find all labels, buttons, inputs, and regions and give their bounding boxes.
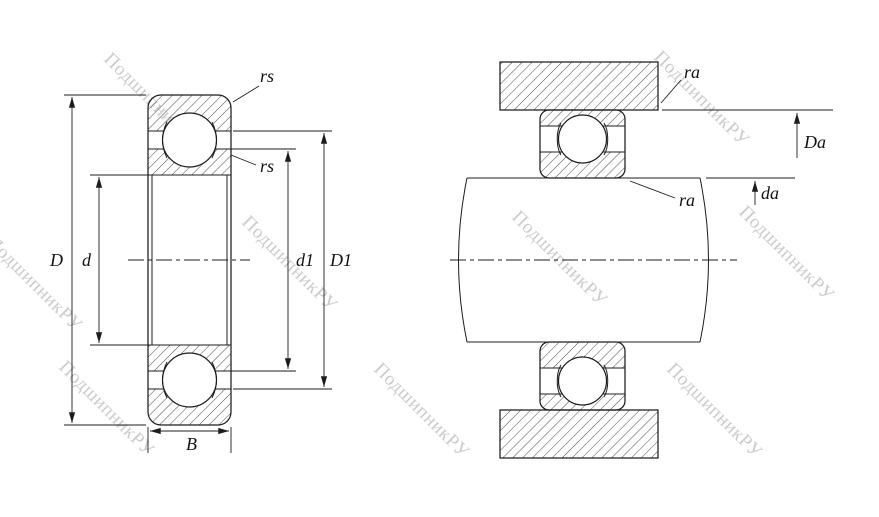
label-width-B: B [186,434,197,454]
watermark-text: ПодшипникРУ [369,359,473,463]
watermark-text: ПодшипникРУ [237,212,341,316]
leader-ra-housing [660,79,682,104]
cage-marks [162,121,217,399]
leader-rs-inner [230,154,257,166]
label-outer-shoulder-D1: D1 [329,250,352,270]
left-view-bearing-section: rs rs D d d1 D1 B [49,66,352,454]
label-shaft-shoulder-da: da [761,183,779,203]
label-rs-inner: rs [260,156,274,176]
right-dimension-lines [629,79,833,205]
label-ra-housing: ra [684,62,700,82]
left-dimension-lines [64,85,332,453]
watermark-text: ПодшипникРУ [662,359,766,463]
watermark-text: ПодшипникРУ [507,207,611,311]
watermark-text: ПодшипникРУ [734,202,838,306]
label-outer-diameter-D: D [49,250,63,270]
label-bore-diameter-d: d [82,250,92,270]
label-rs-outer: rs [260,66,274,86]
leader-ra-shaft [629,180,676,199]
ball-bottom [161,352,218,408]
watermark-text: ПодшипникРУ [54,357,158,461]
leader-rs-outer [232,85,260,103]
right-view-mounting-section: ra Da ra da [450,61,833,459]
ball-bottom-right-view [557,356,608,406]
watermark-layer: ПодшипникРУ ПодшипникРУ ПодшипникРУ Подш… [0,47,838,463]
ball-top-right-view [557,114,608,164]
top-bearing-cage-marks [556,122,609,156]
watermark-text: ПодшипникРУ [0,232,86,336]
housing-hatching [500,62,658,458]
label-inner-shoulder-d1: d1 [296,250,314,270]
label-housing-shoulder-Da: Da [803,132,826,152]
ball-top [161,112,218,168]
label-ra-shaft: ra [679,190,695,210]
bottom-bearing-cage-marks [556,364,609,398]
